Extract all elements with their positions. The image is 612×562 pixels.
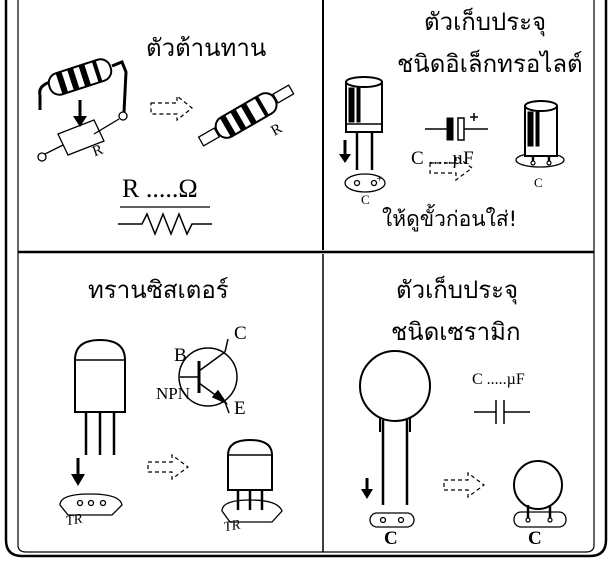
transistor-board-label-2: TR — [222, 517, 242, 536]
electrolytic-value: C .....µF — [411, 148, 474, 169]
transistor-pin-b: B — [174, 345, 187, 366]
dashed-arrow-3 — [147, 453, 189, 481]
transistor-mounted — [221, 438, 283, 523]
electrolytic-board-label: C — [361, 192, 370, 207]
electrolytic-title-line1: ตัวเก็บประจุ — [424, 8, 547, 36]
electrolytic-board-label-2: C — [534, 175, 543, 190]
electrolytic-component — [345, 76, 383, 170]
electrolytic-insert-arrow — [339, 140, 351, 163]
electrolytic-mounted — [515, 100, 565, 168]
ceramic-pcb-footprint — [369, 512, 415, 528]
electrolytic-title-line2: ชนิดอิเล็กทรอไลต์ — [397, 50, 583, 78]
ceramic-title-line1: ตัวเก็บประจุ — [396, 276, 519, 304]
svg-text:+: + — [376, 174, 383, 183]
transistor-pcb-footprint — [59, 493, 123, 516]
ceramic-symbol — [474, 400, 530, 424]
outer-frame — [4, 0, 608, 558]
transistor-symbol — [178, 338, 238, 414]
transistor-title: ทรานซิสเตอร์ — [88, 276, 229, 304]
transistor-pin-c: C — [234, 323, 247, 344]
resistor-title: ตัวต้านทาน — [146, 34, 267, 62]
panel-dividers — [18, 0, 594, 552]
transistor-component — [74, 338, 126, 455]
resistor-symbol — [118, 206, 212, 237]
insert-arrow — [73, 100, 87, 127]
resistor-mounted — [197, 84, 295, 147]
transistor-type-label: NPN — [156, 384, 191, 403]
ceramic-board-label-2: C — [528, 528, 542, 549]
dashed-arrow-1 — [150, 94, 193, 122]
ceramic-component — [359, 350, 431, 505]
dashed-arrow-2 — [429, 154, 473, 182]
dashed-arrow-4 — [443, 471, 485, 499]
electrolytic-pcb-footprint: + — [344, 173, 386, 193]
ceramic-board-label: C — [384, 528, 398, 549]
ceramic-mounted — [513, 460, 567, 528]
transistor-board-label: TR — [64, 511, 84, 530]
ceramic-value: C .....µF — [472, 371, 525, 388]
polarity-warning: ให้ดูขั้วก่อนใส่! — [382, 207, 518, 231]
transistor-insert-arrow — [71, 458, 85, 486]
ceramic-insert-arrow — [361, 478, 373, 499]
resistor-value: R .....Ω — [122, 174, 198, 203]
electrolytic-symbol — [425, 113, 488, 141]
ceramic-title-line2: ชนิดเซรามิก — [391, 318, 521, 346]
resistor-pcb-footprint — [37, 111, 128, 162]
transistor-pin-e: E — [234, 398, 246, 419]
resistor-component — [38, 58, 128, 113]
